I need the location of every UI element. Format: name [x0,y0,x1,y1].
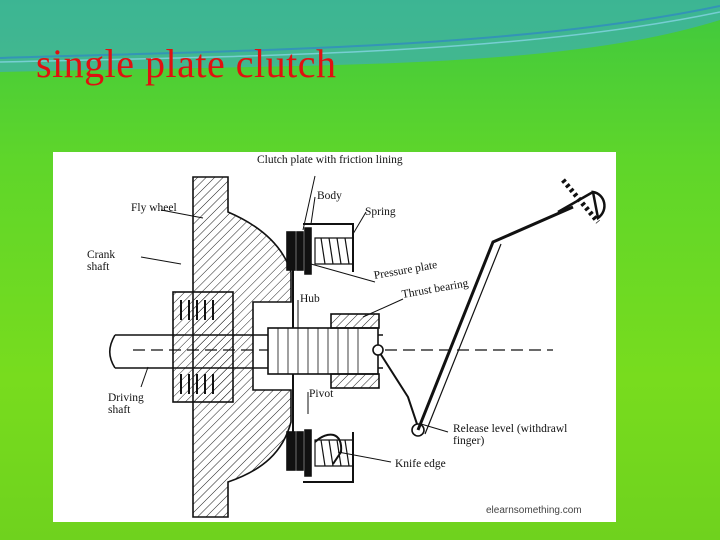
label-clutch-plate: Clutch plate with friction lining [257,154,403,166]
friction-lining-bottom [286,431,296,471]
knife-edge-shape [314,433,343,465]
clutch-diagram: Clutch plate with friction lining Fly wh… [53,152,616,522]
label-body: Body [317,190,342,202]
hub-shape [267,327,379,375]
pedal-pad [557,190,606,221]
pedal-linkage [416,205,574,431]
spring-bottom [314,439,354,467]
release-lever [377,349,419,428]
crankshaft-section [172,291,234,403]
header-swoosh [0,0,720,72]
pressure-plate [304,227,312,477]
clutch-drawing [108,175,606,518]
label-knife-edge: Knife edge [395,458,446,470]
label-hub: Hub [300,293,320,305]
flywheel-shape [192,176,292,518]
thrust-bearing-top [330,313,380,329]
label-pivot: Pivot [309,388,334,400]
friction-lining-top [286,231,296,271]
label-release-lever: Release level (withdrawl finger) [453,423,568,447]
label-crank-shaft: Crank shaft [87,249,116,273]
spring-top [314,237,354,265]
image-credit: elearnsomething.com [486,505,582,516]
label-spring: Spring [365,206,396,218]
label-fly-wheel: Fly wheel [131,202,177,214]
slide-title: single plate clutch [36,41,337,86]
thrust-bearing-bottom [330,373,380,389]
label-driving-shaft: Driving shaft [108,392,144,416]
